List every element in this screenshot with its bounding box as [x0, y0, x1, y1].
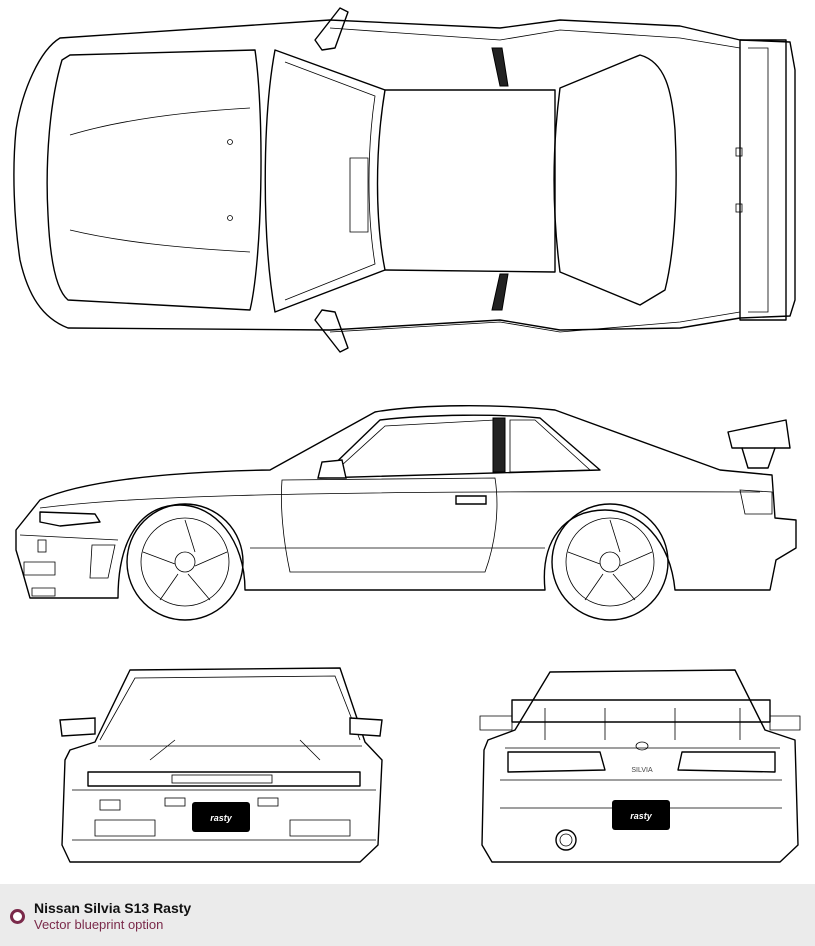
blueprint-drawing: rasty SILVIA rasty	[13, 7, 801, 863]
front-view: rasty	[59, 667, 383, 863]
rear-plate	[612, 800, 670, 830]
side-view	[15, 405, 797, 621]
svg-text:SILVIA: SILVIA	[631, 767, 653, 774]
front-wheel	[126, 503, 244, 621]
bullet-icon	[10, 909, 25, 924]
front-plate	[192, 802, 250, 832]
rear-view: SILVIA rasty	[479, 669, 801, 863]
top-view	[13, 7, 796, 353]
front-plate-label: rasty	[210, 813, 233, 823]
rear-plate-label: rasty	[630, 811, 653, 821]
caption-subtitle: Vector blueprint option	[34, 917, 164, 932]
caption-title: Nissan Silvia S13 Rasty	[34, 900, 192, 916]
caption-bar: Nissan Silvia S13 Rasty Vector blueprint…	[0, 884, 815, 946]
rear-wheel	[551, 503, 669, 621]
